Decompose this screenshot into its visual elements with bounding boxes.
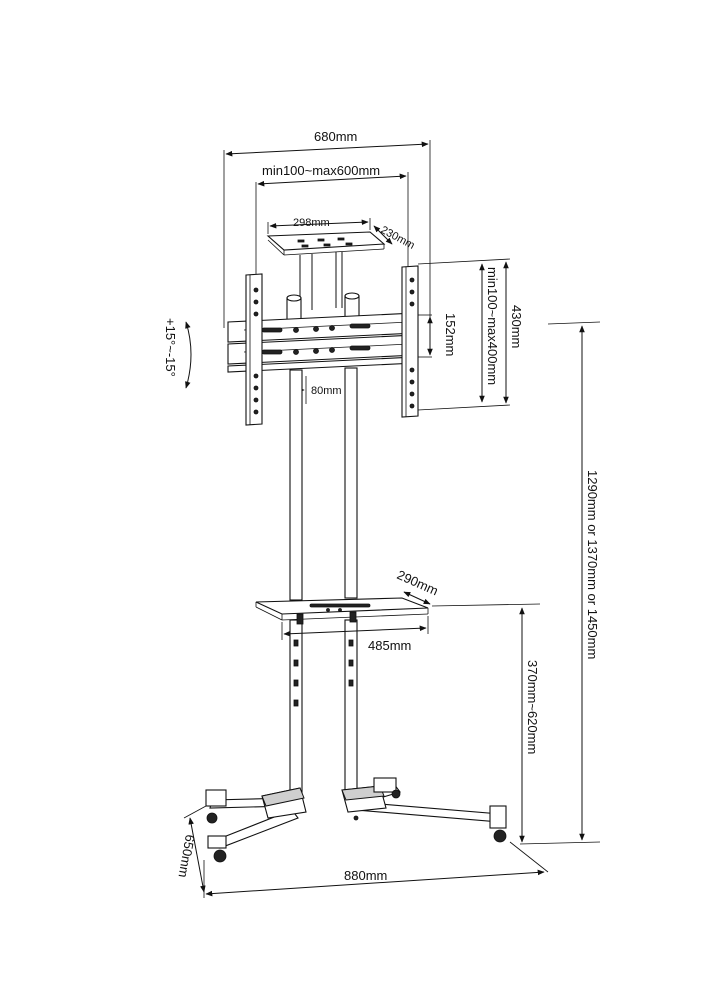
- dimension-total-height: 1290mm or 1370mm or 1450mm: [519, 321, 601, 845]
- dimension-vesa-height: min100~max400mm: [479, 263, 500, 403]
- bracket-height-label: 430mm: [509, 305, 524, 348]
- top-camera-shelf: 298mm 230mm: [266, 217, 417, 312]
- dimension-overall-width: 680mm: [223, 129, 431, 328]
- base-depth-label: 650mm: [176, 833, 198, 878]
- shelf-depth-label: 290mm: [395, 567, 441, 598]
- poles: [289, 367, 358, 799]
- dimension-pole-gap: 80mm: [297, 376, 342, 404]
- overall-width-label: 680mm: [314, 129, 357, 144]
- shelf-height-label: 370mm~620mm: [525, 660, 540, 754]
- tv-mount-bracket: [227, 265, 419, 426]
- dimension-shelf-height: 370mm~620mm: [431, 603, 541, 843]
- dimension-bracket-gap: 152mm: [418, 313, 458, 358]
- top-shelf-width-label: 298mm: [293, 217, 330, 229]
- total-height-label: 1290mm or 1370mm or 1450mm: [585, 470, 600, 659]
- dimension-base-depth: 650mm: [176, 805, 207, 893]
- base-legs: [205, 777, 507, 863]
- tilt-indicator: +15°~-15°: [163, 318, 192, 389]
- vesa-height-label: min100~max400mm: [485, 267, 500, 385]
- dimension-bracket-height: 430mm: [417, 258, 524, 411]
- vesa-width-label: min100~max600mm: [262, 163, 380, 178]
- base-width-label: 880mm: [344, 868, 387, 883]
- dimension-base-width: 880mm: [203, 841, 549, 898]
- shelf-width-label: 485mm: [368, 638, 411, 653]
- tilt-label: +15°~-15°: [163, 318, 178, 377]
- bracket-gap-label: 152mm: [443, 313, 458, 356]
- pole-gap-label: 80mm: [311, 385, 342, 397]
- dimension-vesa-width: min100~max600mm: [255, 163, 409, 275]
